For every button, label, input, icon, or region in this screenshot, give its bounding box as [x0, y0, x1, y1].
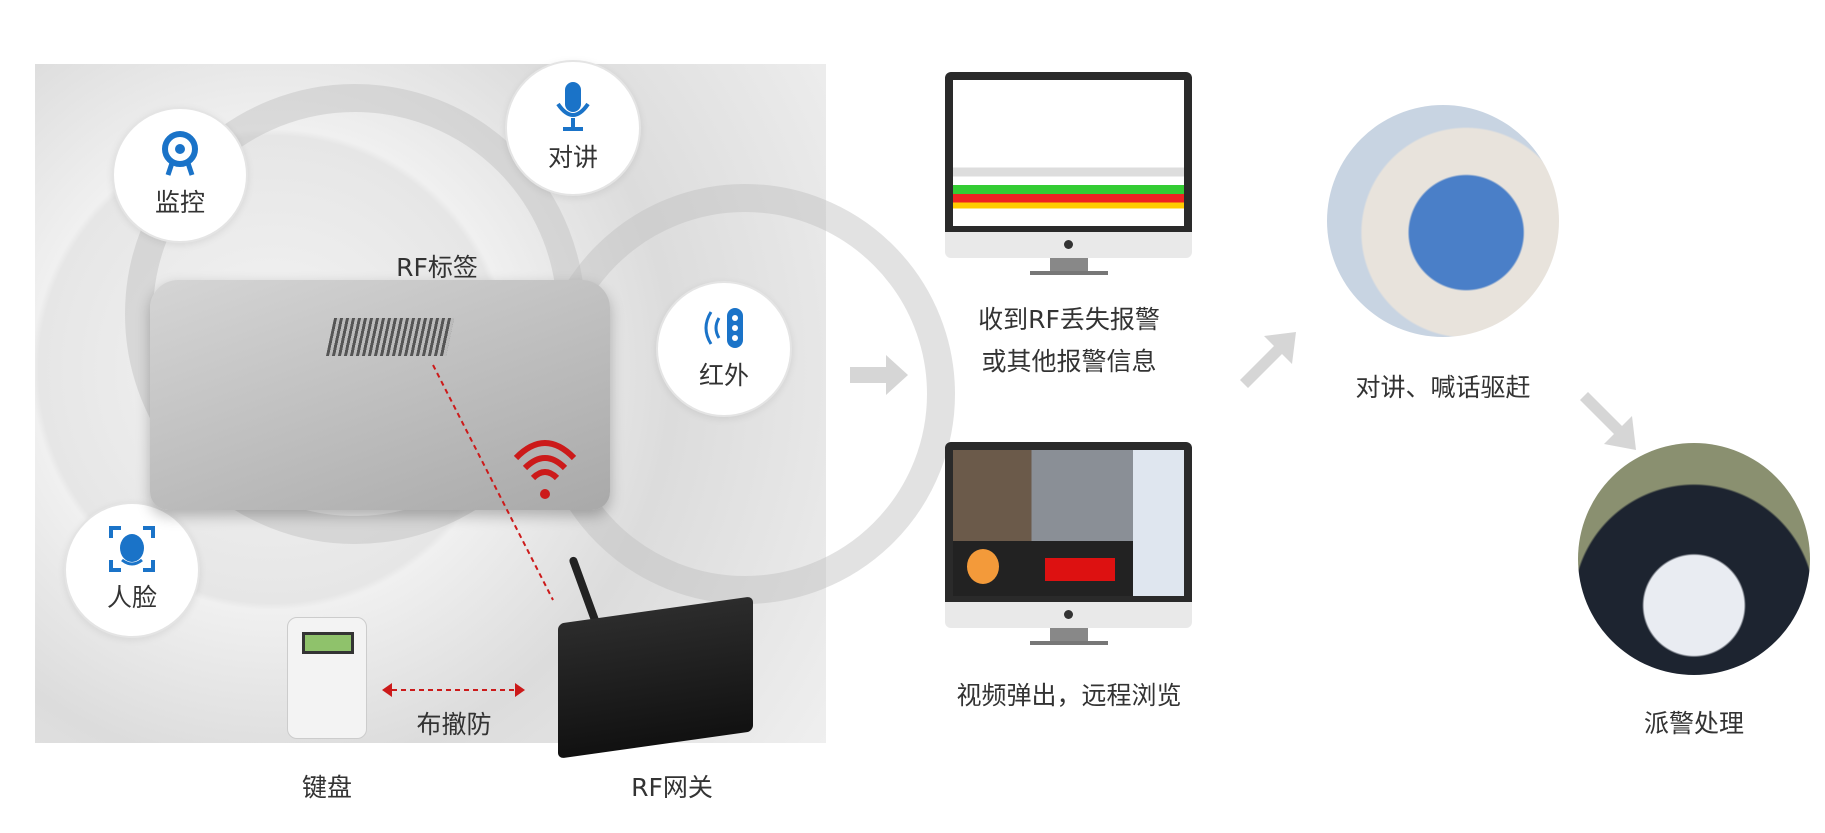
rf-gateway-image — [558, 596, 753, 759]
arrow-right-icon — [850, 355, 908, 395]
infrared-sensor-icon — [704, 308, 743, 348]
rf-tag-label: RF标签 — [396, 253, 478, 282]
alarm-text-line2: 或其他报警信息 — [981, 347, 1157, 376]
feature-label: 对讲 — [547, 143, 598, 172]
wifi-signal-icon — [513, 440, 577, 481]
feature-intercom: 对讲 — [505, 60, 641, 196]
dispatch-text: 派警处理 — [1643, 709, 1745, 738]
tag-gateway-link — [432, 364, 554, 601]
intercom-text: 对讲、喊话驱赶 — [1355, 373, 1531, 402]
intercom-operators-photo — [1327, 105, 1559, 337]
gateway-label: RF网关 — [631, 773, 713, 802]
video-text: 视频弹出，远程浏览 — [956, 681, 1182, 710]
monitor-video-popup — [945, 442, 1192, 645]
monitor-alarm-software — [945, 72, 1192, 275]
webcam-icon — [162, 131, 198, 176]
feature-label: 红外 — [698, 361, 749, 390]
feature-infrared: 红外 — [656, 281, 792, 417]
police-dispatch-photo — [1578, 443, 1810, 675]
keypad-label: 键盘 — [301, 773, 353, 802]
arrow-up-right-icon — [1240, 332, 1296, 388]
arm-disarm-label: 布撤防 — [416, 710, 492, 739]
feature-face: 人脸 — [64, 502, 200, 638]
signal-links — [382, 364, 577, 697]
arrow-down-right-icon — [1580, 392, 1636, 450]
keypad-image — [287, 617, 367, 739]
face-recognition-icon — [109, 526, 155, 572]
alarm-text-line1: 收到RF丢失报警 — [978, 305, 1160, 334]
feature-label: 监控 — [154, 188, 205, 217]
feature-label: 人脸 — [106, 583, 157, 612]
microphone-icon — [556, 82, 590, 131]
feature-monitoring: 监控 — [112, 107, 248, 243]
